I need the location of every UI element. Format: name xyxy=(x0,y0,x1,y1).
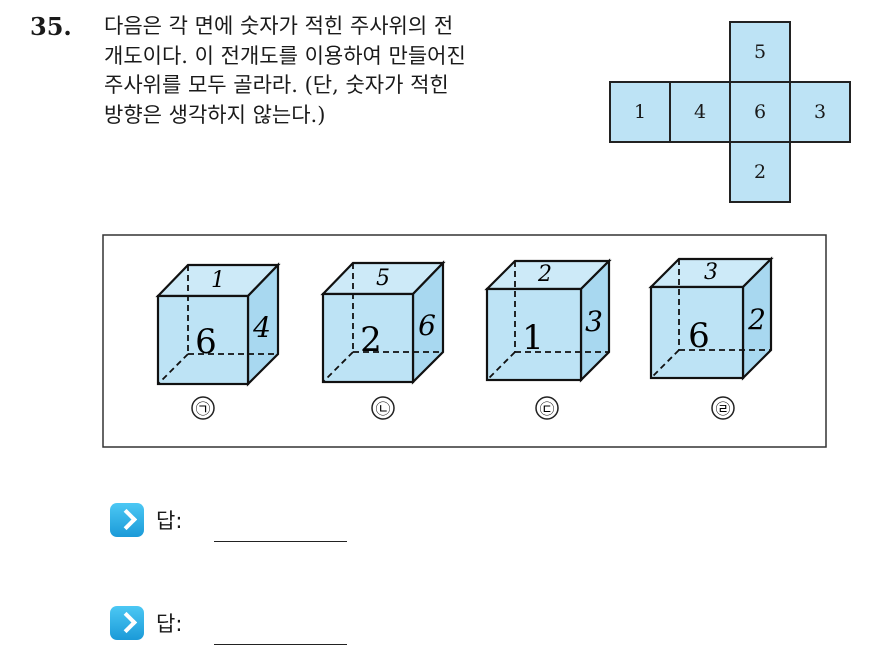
question-number: 35. xyxy=(30,12,72,41)
svg-text:㉠: ㉠ xyxy=(195,400,210,418)
cube-choice[interactable]: 5 2 6 xyxy=(320,260,446,385)
net-label-center-left: 4 xyxy=(694,101,706,123)
question-line: 개도이다. 이 전개도를 이용하여 만들어진 xyxy=(104,43,466,68)
net-face-top xyxy=(729,21,791,83)
chevron-right-icon xyxy=(110,606,144,640)
cube-choice[interactable]: 2 1 3 xyxy=(484,258,612,383)
question-text: 다음은 각 면에 숫자가 적힌 주사위의 전 개도이다. 이 전개도를 이용하여… xyxy=(104,12,594,130)
cube-front-number: 1 xyxy=(522,318,544,358)
net-label-right: 3 xyxy=(814,101,826,123)
cube-top-number: 3 xyxy=(704,260,718,285)
choices-box xyxy=(102,234,827,448)
cube-top-number: 5 xyxy=(376,266,390,291)
cube-front-number: 6 xyxy=(688,316,710,356)
cube-side-number: 2 xyxy=(747,303,766,336)
net-label-top: 5 xyxy=(754,41,766,63)
net-face-center xyxy=(729,81,791,143)
dice-net xyxy=(609,21,851,203)
answer-label: 답: xyxy=(156,612,183,636)
cube-letter: ㉡ xyxy=(371,396,395,420)
net-label-bottom: 2 xyxy=(754,161,766,183)
cube-letter: ㉠ xyxy=(191,396,215,420)
svg-text:㉡: ㉡ xyxy=(375,400,390,418)
net-label-center: 6 xyxy=(754,101,766,123)
question-line: 방향은 생각하지 않는다.) xyxy=(104,102,326,127)
cube-top-number: 1 xyxy=(211,268,225,293)
hidden-edges xyxy=(650,259,771,379)
net-face-center-left xyxy=(669,81,731,143)
hidden-edges xyxy=(486,261,609,381)
cube-choice[interactable]: 3 6 2 xyxy=(648,256,774,381)
question-line: 다음은 각 면에 숫자가 적힌 주사위의 전 xyxy=(104,14,454,38)
cube-side-number: 4 xyxy=(252,311,271,344)
cube-side-number: 3 xyxy=(585,305,603,338)
svg-text:㉣: ㉣ xyxy=(715,400,730,418)
answer-label: 답: xyxy=(156,509,183,533)
cube-front-number: 6 xyxy=(195,322,217,362)
hidden-edges xyxy=(157,265,278,385)
svg-text:㉢: ㉢ xyxy=(539,400,554,418)
cube-front-number: 2 xyxy=(360,320,382,360)
hidden-edges xyxy=(322,263,443,383)
chevron-right-icon xyxy=(110,503,144,537)
cube-front-face xyxy=(649,285,745,380)
cube-top-number: 2 xyxy=(537,262,552,287)
answer-blank[interactable] xyxy=(214,644,347,645)
cube-front-face xyxy=(485,287,583,382)
net-face-bottom xyxy=(729,141,791,203)
net-label-left: 1 xyxy=(634,101,646,123)
cube-choice[interactable]: 1 6 4 xyxy=(155,262,281,387)
answer-blank[interactable] xyxy=(214,541,347,542)
question-line: 주사위를 모두 골라라. (단, 숫자가 적힌 xyxy=(104,73,449,97)
net-labels: 5 1 4 6 3 2 xyxy=(634,41,826,183)
fold-lines xyxy=(669,81,791,143)
cube-letter: ㉣ xyxy=(711,396,735,420)
cube-letter: ㉢ xyxy=(535,396,559,420)
cube-side-number: 6 xyxy=(418,309,436,342)
